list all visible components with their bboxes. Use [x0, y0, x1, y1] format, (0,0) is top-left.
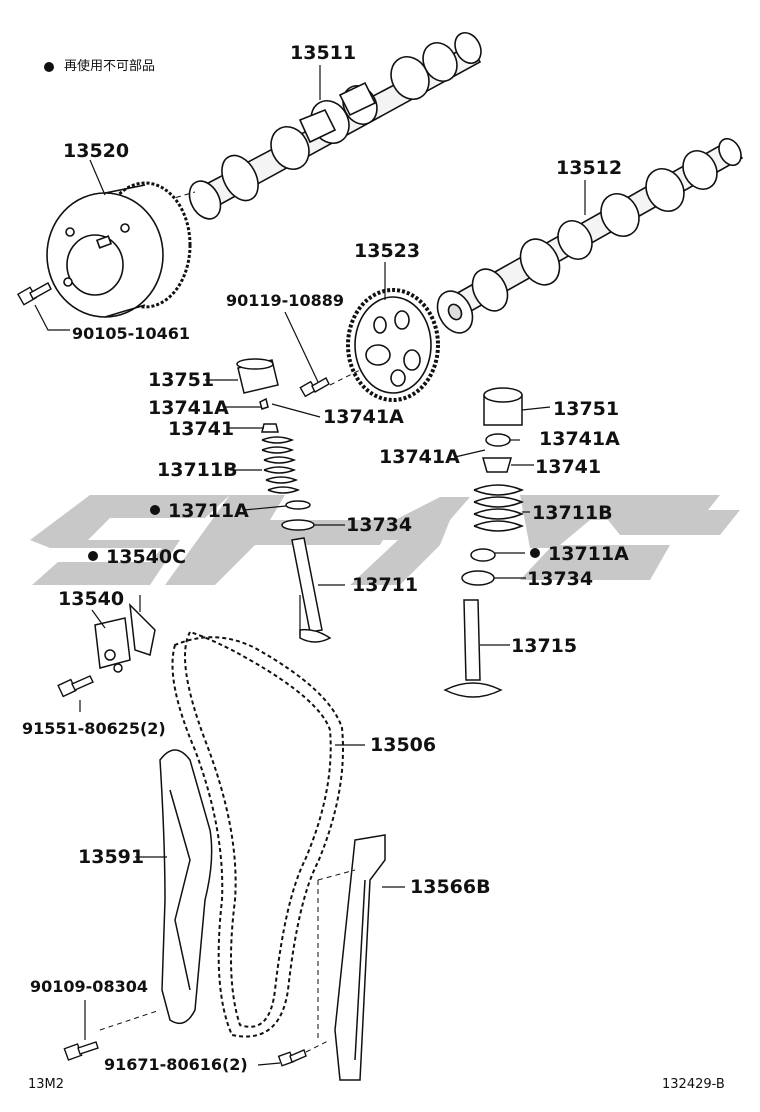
label-13523: 13523 — [354, 240, 421, 262]
valve-stack-right — [443, 387, 524, 698]
label-right-13751: 13751 — [553, 398, 620, 420]
label-left-13734: 13734 — [346, 514, 413, 536]
tensioner-13540 — [94, 602, 156, 673]
legend-note-text: 再使用不可部品 — [64, 59, 156, 74]
label-13566B: 13566B — [410, 876, 491, 898]
label-90109-08304: 90109-08304 — [30, 977, 148, 996]
label-13591: 13591 — [78, 846, 145, 868]
label-91551-80625: 91551-80625(2) — [22, 719, 166, 738]
label-left-13711A: 13711A — [150, 500, 249, 522]
footer-right-code: 132429-B — [662, 1077, 725, 1092]
label-right-13734: 13734 — [527, 568, 594, 590]
label-left-13741A-a: 13741A — [148, 397, 229, 419]
footer-left-code: 13M2 — [28, 1077, 65, 1092]
label-90119-10889: 90119-10889 — [226, 291, 344, 310]
watermark — [30, 495, 740, 585]
bolt-91551 — [57, 675, 94, 698]
bolt-90109 — [63, 1041, 99, 1061]
label-13506: 13506 — [370, 734, 437, 756]
leader-lines — [89, 65, 586, 1066]
label-right-13711A: 13711A — [530, 543, 629, 565]
label-13511: 13511 — [290, 42, 357, 64]
label-90105-10461: 90105-10461 — [72, 324, 190, 343]
label-left-13741: 13741 — [168, 418, 235, 440]
label-13540C: 13540C — [88, 546, 186, 568]
label-right-13741A-a: 13741A — [539, 428, 620, 450]
label-right-13715: 13715 — [511, 635, 578, 657]
valve-stack-left — [236, 358, 332, 643]
label-91671-80616: 91671-80616(2) — [104, 1055, 248, 1074]
bolt-91671 — [277, 1049, 307, 1067]
bolt-90119 — [299, 377, 330, 398]
chain-guide-13591 — [159, 749, 213, 1025]
label-13512: 13512 — [556, 157, 623, 179]
label-right-13741A-b: 13741A — [379, 446, 460, 468]
chain-guide-13566B — [334, 834, 386, 1081]
legend-note: 再使用不可部品 — [44, 55, 155, 74]
label-right-13741: 13741 — [535, 456, 602, 478]
label-left-13741A-b: 13741A — [323, 406, 404, 428]
label-left-13711: 13711 — [352, 574, 419, 596]
label-right-13711B: 13711B — [532, 502, 613, 524]
camshaft-13512 — [436, 137, 744, 334]
sprocket-13523 — [346, 288, 440, 402]
label-13520: 13520 — [63, 140, 130, 162]
bolt-90105 — [16, 282, 52, 306]
label-left-13711B: 13711B — [157, 459, 238, 481]
label-13540: 13540 — [58, 588, 125, 610]
camshaft-13511 — [188, 31, 482, 220]
label-left-13751: 13751 — [148, 369, 215, 391]
timing-chain-13506 — [171, 630, 344, 1038]
legend-dot — [44, 61, 54, 72]
vvt-gear-13520 — [46, 181, 192, 318]
